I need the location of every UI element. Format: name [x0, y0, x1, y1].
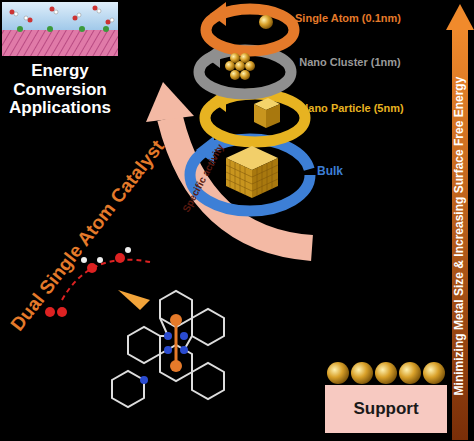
size-label: Nano Particle (5nm) — [300, 102, 403, 114]
catalyst-label: Dual Single Atom Catalyst — [7, 137, 169, 336]
specific-activity-arrow — [146, 82, 312, 248]
axis-label: Minimizing Metal Size & Increasing Surfa… — [453, 77, 466, 396]
size-label: Bulk — [317, 165, 343, 178]
support-atoms — [327, 362, 445, 384]
surface-illustration — [2, 2, 118, 56]
size-label: Single Atom (0.1nm) — [295, 12, 401, 24]
application-label: Energy Conversion Applications — [5, 62, 115, 118]
vertical-arrow — [446, 4, 474, 440]
metal-objects — [225, 15, 280, 198]
node-text: Support — [353, 399, 418, 419]
size-label: Nano Cluster (1nm) — [299, 56, 400, 68]
support-box: Support — [325, 385, 447, 433]
